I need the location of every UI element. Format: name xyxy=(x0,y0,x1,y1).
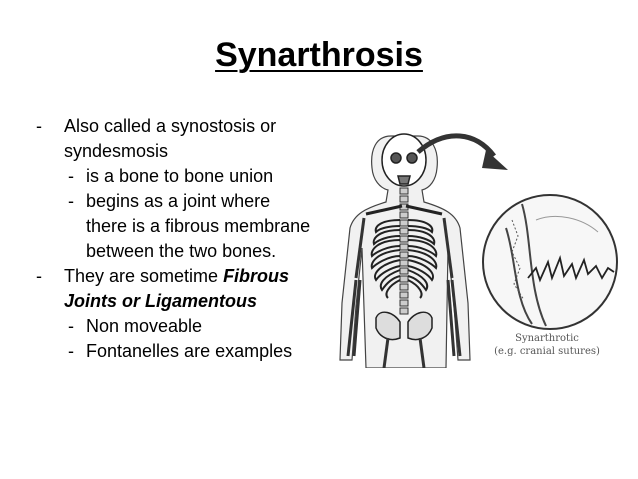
bullet-text: Fontanelles are examples xyxy=(86,341,293,361)
bullet-text-emphasis: Fibrous Joints or Ligamentous xyxy=(64,266,290,311)
bullet-item: - They are sometime Fibrous Joints or Li… xyxy=(36,264,316,314)
bullet-dash: - xyxy=(36,266,42,286)
bullet-text: They are sometime Fibrous Joints or Liga… xyxy=(64,264,316,314)
skull xyxy=(381,133,427,187)
clavicles xyxy=(365,204,443,216)
spine xyxy=(399,187,409,315)
bullet-text-plain: They are sometime xyxy=(64,266,224,286)
skeleton-illustration xyxy=(339,133,618,368)
bullet-dash: - xyxy=(68,316,74,336)
rib-cage xyxy=(370,219,438,299)
bullet-dash: - xyxy=(36,116,42,136)
arm-bones xyxy=(346,217,462,357)
sub-bullet-item: - is a bone to bone union xyxy=(68,164,316,189)
bullet-text: Non moveable xyxy=(86,316,203,336)
caption-line-2: (e.g. cranial sutures) xyxy=(494,346,600,357)
bullet-item: - Also called a synostosis or syndesmosi… xyxy=(36,114,316,164)
figure-caption: Synarthrotic (e.g. cranial sutures) xyxy=(482,332,612,358)
bullet-text: Also called a synostosis or syndesmosis xyxy=(64,116,277,161)
femur-bones xyxy=(382,337,426,368)
bullet-dash: - xyxy=(68,341,74,361)
pointer-arrow xyxy=(416,133,508,170)
bullet-list: - Also called a synostosis or syndesmosi… xyxy=(36,114,316,364)
bullet-text: is a bone to bone union xyxy=(86,166,274,186)
caption-line-1: Synarthrotic xyxy=(515,333,579,344)
skeleton-figure xyxy=(336,128,622,368)
suture-detail-circle xyxy=(482,194,618,330)
bullet-dash: - xyxy=(68,166,74,186)
bullet-text: begins as a joint where there is a fibro… xyxy=(86,191,311,261)
sub-bullet-item: - Fontanelles are examples xyxy=(68,339,316,364)
pelvis xyxy=(375,311,433,341)
slide-title: Synarthrosis xyxy=(215,36,423,74)
sub-bullet-item: - begins as a joint where there is a fib… xyxy=(68,189,316,264)
bullet-dash: - xyxy=(68,191,74,211)
sub-bullet-item: - Non moveable xyxy=(68,314,316,339)
